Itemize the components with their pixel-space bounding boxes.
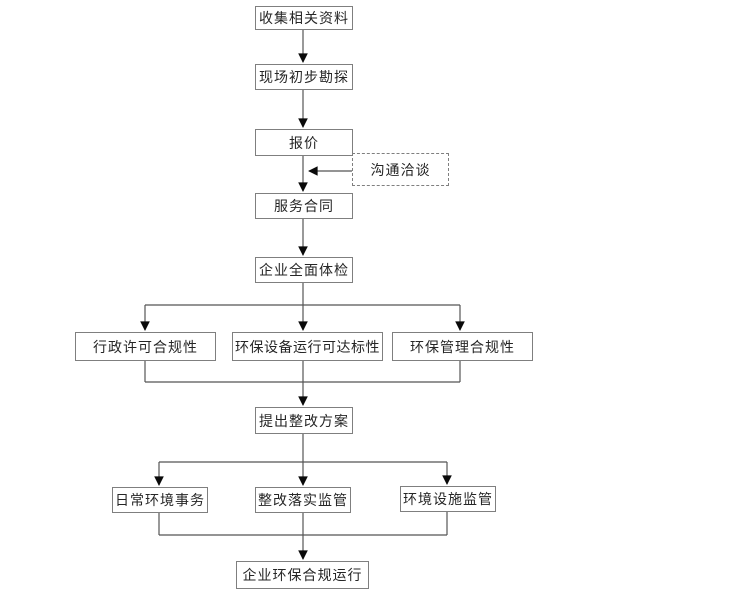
node-service-contract: 服务合同 bbox=[255, 193, 353, 219]
node-daily-environment-affairs: 日常环境事务 bbox=[112, 487, 208, 513]
node-enterprise-checkup: 企业全面体检 bbox=[255, 257, 353, 283]
node-site-survey: 现场初步勘探 bbox=[255, 64, 353, 90]
branch-tier1-connectors bbox=[140, 283, 465, 331]
node-rectification-supervision: 整改落实监管 bbox=[255, 487, 351, 513]
node-facility-supervision: 环境设施监管 bbox=[400, 486, 496, 512]
branch-tier2-connectors bbox=[154, 434, 452, 486]
merge-tier1-connectors bbox=[144, 361, 461, 406]
node-admin-permit-compliance: 行政许可合规性 bbox=[75, 332, 216, 361]
node-compliant-operation: 企业环保合规运行 bbox=[236, 561, 369, 589]
node-collect-materials: 收集相关资料 bbox=[255, 6, 353, 30]
node-equipment-compliance: 环保设备运行可达标性 bbox=[232, 332, 383, 361]
node-quotation: 报价 bbox=[255, 129, 353, 156]
node-negotiation-dashed: 沟通洽谈 bbox=[352, 153, 449, 186]
merge-tier2-connectors bbox=[158, 512, 448, 560]
node-management-compliance: 环保管理合规性 bbox=[392, 332, 533, 361]
node-rectification-plan: 提出整改方案 bbox=[255, 407, 353, 434]
